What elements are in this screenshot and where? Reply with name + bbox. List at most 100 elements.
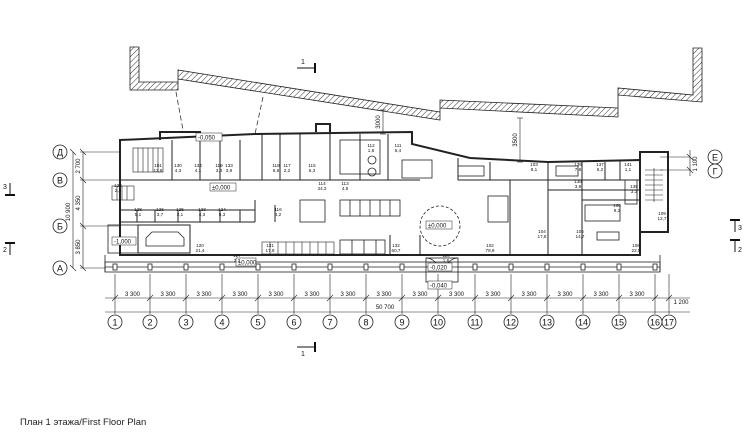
room-area-134: 4,1 <box>195 168 202 173</box>
dim-tick-9 <box>398 294 406 302</box>
room-number-114: 114 <box>318 181 326 186</box>
room-number-133: 133 <box>225 163 233 168</box>
section-labels: 1 1 3 2 3 2 <box>3 59 742 358</box>
room-area-124: 5,3 <box>219 212 226 217</box>
room-number-137: 137 <box>596 162 604 167</box>
axis-label-d: Д <box>57 148 63 158</box>
room-number-120: 120 <box>196 243 204 248</box>
bay-dim-2: 3 300 <box>160 292 176 298</box>
stair-left <box>132 147 164 173</box>
axis-label-e: Е <box>712 153 718 163</box>
axis-label-12: 12 <box>506 318 516 328</box>
bottom-dimension-lines <box>105 297 690 313</box>
retaining-wall <box>129 46 703 121</box>
parking-ramp <box>107 224 139 254</box>
section-label-right-2: 2 <box>738 247 742 254</box>
room-area-109: 12,7 <box>658 216 667 221</box>
room-number-103: 103 <box>530 162 538 167</box>
room-area-103: 8,1 <box>531 167 538 172</box>
axis-label-g: Г <box>713 167 718 177</box>
axis-bubble-6 <box>286 314 302 330</box>
bay-dim-11: 3 300 <box>485 292 501 298</box>
left-dimension-labels: 2 700 4 350 3 850 10 900 <box>66 158 82 255</box>
bay-dim-15: 3 300 <box>629 292 645 298</box>
dim-tick-15 <box>615 294 623 302</box>
dim-tick-5 <box>254 294 262 302</box>
dim-3000: 3000 <box>376 115 382 129</box>
axis-label-a: А <box>57 264 63 274</box>
room-number-104: 104 <box>538 229 546 234</box>
dim-50700: 50 700 <box>376 305 395 311</box>
column-14 <box>580 263 586 271</box>
room-number-116: 116 <box>274 207 282 212</box>
room-number-131: 131 <box>266 243 274 248</box>
room-number-134: 134 <box>194 163 202 168</box>
column-6 <box>291 263 297 271</box>
dim-1100: 1 100 <box>693 156 699 172</box>
room-area-112: 1,8 <box>368 148 375 153</box>
room-area-139: 3,3 <box>631 189 638 194</box>
main-stair <box>261 241 335 255</box>
room-area-128: 5,1 <box>135 212 142 217</box>
column-11 <box>472 263 478 271</box>
axis-label-15: 15 <box>614 318 624 328</box>
column-3 <box>183 263 189 271</box>
room-area-123: 4,3 <box>199 212 206 217</box>
section-label-right-3: 3 <box>738 225 742 232</box>
room-area-113: 4,8 <box>342 186 349 191</box>
axis-bubble-13 <box>539 314 555 330</box>
dim-tick-2 <box>146 294 154 302</box>
numeric-axis-lines <box>111 274 673 314</box>
axis-bubble-10 <box>430 314 446 330</box>
dim-tick-13 <box>543 294 551 302</box>
room-area-120: 21,4 <box>196 248 205 253</box>
facade-glazing <box>104 255 661 273</box>
room-number-110: 110 <box>442 253 450 258</box>
room-number-115: 115 <box>308 163 316 168</box>
right-dimension-label: 1 100 <box>693 156 699 172</box>
room-area-131: 17,9 <box>266 248 275 253</box>
room-area-114: 34,3 <box>318 186 327 191</box>
level-7: -0,040 <box>430 284 448 290</box>
axis-label-16: 16 <box>650 318 660 328</box>
dim-tick-10 <box>434 294 442 302</box>
room-number-118: 118 <box>272 163 280 168</box>
dim-4350: 4 350 <box>76 195 82 211</box>
dim-tick-17 <box>665 294 673 302</box>
axis-label-b: Б <box>57 222 63 232</box>
axis-label-5: 5 <box>255 318 260 328</box>
axis-label-13: 13 <box>542 318 552 328</box>
room-number-106: 106 <box>613 203 621 208</box>
right-dimension <box>686 150 694 176</box>
level-1: -0,050 <box>198 136 216 142</box>
room-labels: 10113,81304,31344,11193,41186,81172,2115… <box>114 143 667 263</box>
room-area-105: 14,7 <box>576 234 585 239</box>
room-area-126: 3,7 <box>157 212 164 217</box>
letter-axis-lines <box>80 151 690 269</box>
room-number-136: 136 <box>574 162 582 167</box>
room-area-117: 2,2 <box>284 168 291 173</box>
dashed-lines <box>175 91 264 135</box>
room-area-119: 3,4 <box>216 168 223 173</box>
level-6: -0,020 <box>430 266 448 272</box>
dim-10900: 10 900 <box>66 202 72 221</box>
bay-dim-7: 3 300 <box>340 292 356 298</box>
dim-tick-16 <box>651 294 659 302</box>
left-dimension-chain <box>69 148 87 272</box>
room-number-112: 112 <box>367 143 375 148</box>
axis-bubble-3 <box>178 314 194 330</box>
bay-dim-13: 3 300 <box>557 292 573 298</box>
room-area-102: 78,9 <box>486 248 495 253</box>
room-number-109: 109 <box>658 211 666 216</box>
room-area-127: 2,3 <box>234 258 241 263</box>
room-number-105: 105 <box>576 229 584 234</box>
room-number-130: 130 <box>174 163 182 168</box>
dim-3850: 3 850 <box>76 239 82 255</box>
column-2 <box>147 263 153 271</box>
axis-bubble-14 <box>575 314 591 330</box>
section-label-bottom: 1 <box>301 351 305 358</box>
bay-dim-1: 3 300 <box>125 292 141 298</box>
